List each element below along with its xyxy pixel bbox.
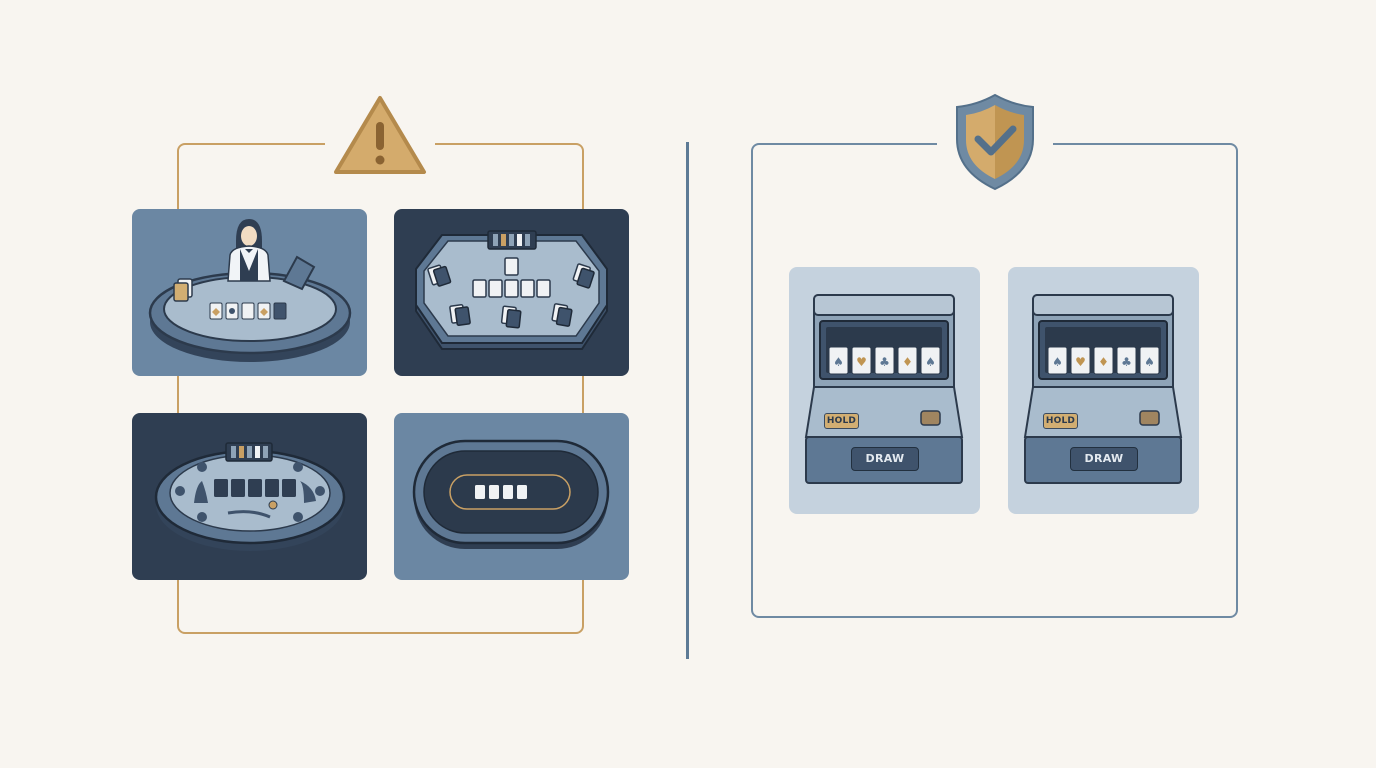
warning-triangle-icon xyxy=(332,94,428,183)
svg-text:♥: ♥ xyxy=(1075,355,1086,369)
video-poker-machine: ♠ ♥ ♣ ♦ ♠ HOLD DRAW xyxy=(789,267,980,514)
svg-text:♠: ♠ xyxy=(1052,355,1063,369)
roulette-table-tile xyxy=(132,413,367,580)
blackjack-table-with-dealer-icon xyxy=(148,219,352,362)
svg-text:♠: ♠ xyxy=(925,355,936,369)
baccarat-table-tile xyxy=(394,209,629,376)
roulette-table-icon xyxy=(154,442,346,551)
svg-text:♣: ♣ xyxy=(879,355,890,369)
video-poker-machine-icon: ♠ ♥ ♣ ♦ ♠ xyxy=(804,294,964,484)
poker-table-icon xyxy=(412,439,610,549)
draw-button[interactable]: DRAW xyxy=(1070,447,1138,471)
svg-text:♦: ♦ xyxy=(902,355,913,369)
shield-check-icon xyxy=(951,91,1039,198)
baccarat-table-icon xyxy=(415,230,608,350)
video-poker-machine: ♠ ♥ ♦ ♣ ♠ HOLD DRAW xyxy=(1008,267,1199,514)
card-row: ♠ ♥ ♦ ♣ ♠ xyxy=(1047,346,1160,375)
hold-button[interactable]: HOLD xyxy=(824,413,859,429)
svg-text:♠: ♠ xyxy=(1144,355,1155,369)
svg-text:♥: ♥ xyxy=(856,355,867,369)
svg-text:♠: ♠ xyxy=(833,355,844,369)
svg-text:♣: ♣ xyxy=(1121,355,1132,369)
draw-button[interactable]: DRAW xyxy=(851,447,919,471)
video-poker-machine-icon: ♠ ♥ ♦ ♣ ♠ xyxy=(1023,294,1183,484)
center-divider xyxy=(686,142,689,659)
poker-table-tile xyxy=(394,413,629,580)
hold-button[interactable]: HOLD xyxy=(1043,413,1078,429)
blackjack-table-tile xyxy=(132,209,367,376)
svg-text:♦: ♦ xyxy=(1098,355,1109,369)
card-row: ♠ ♥ ♣ ♦ ♠ xyxy=(828,346,941,375)
